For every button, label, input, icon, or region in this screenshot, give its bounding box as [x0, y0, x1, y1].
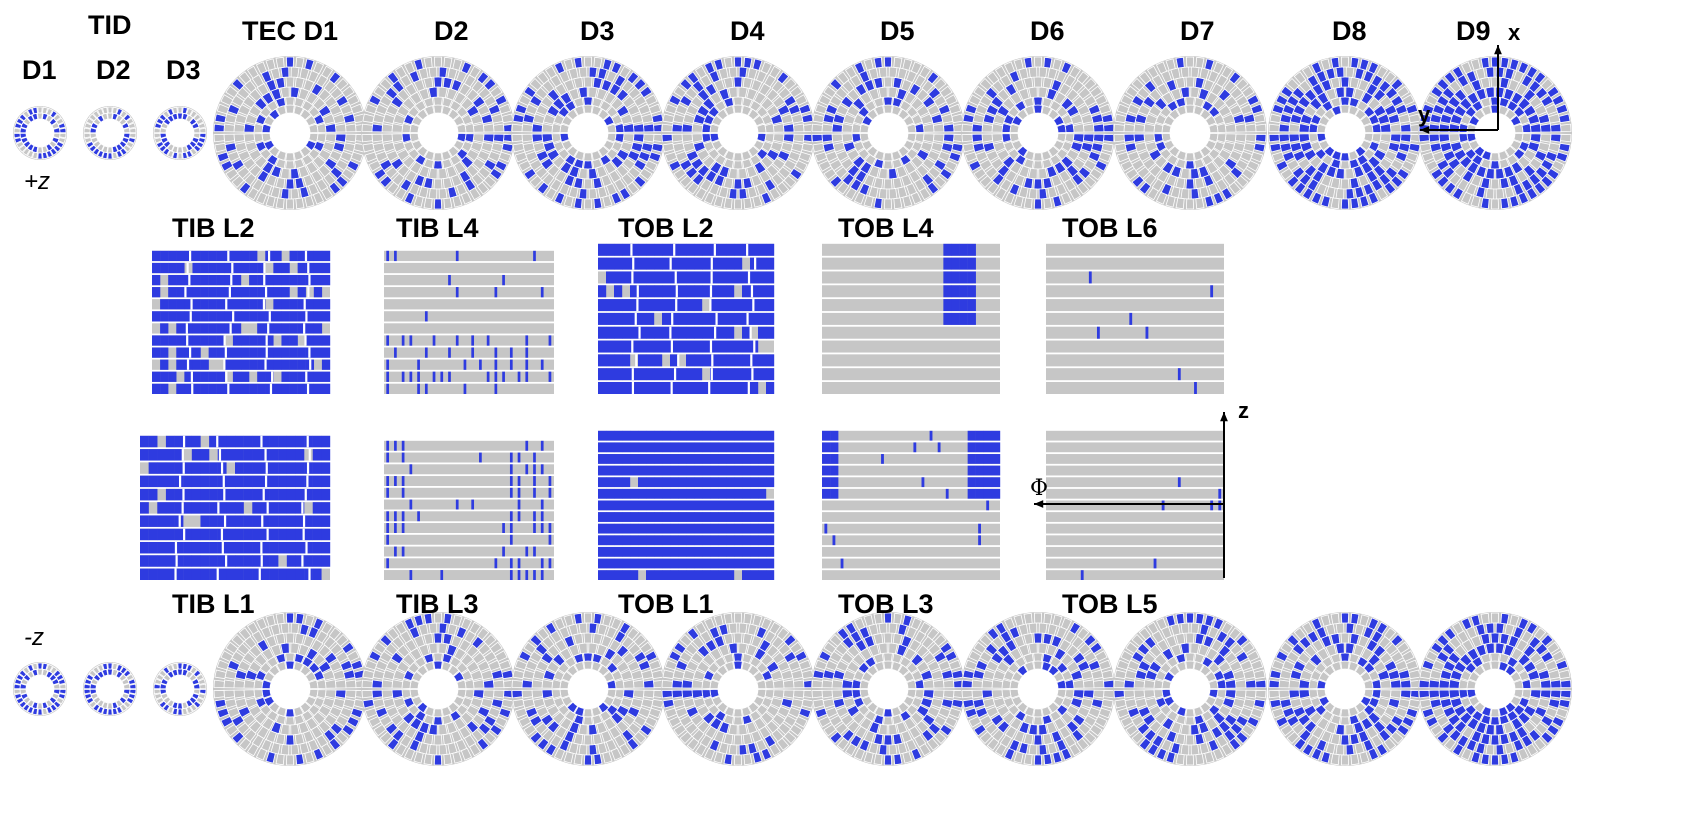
plus-z-tec-d5-disk [811, 56, 965, 210]
label-tid-d2-top: D2 [96, 55, 131, 85]
label-tec-d2: D2 [434, 16, 469, 46]
plus-z-tec-d7-disk [1113, 56, 1267, 210]
label-tib-l2: TIB L2 [172, 213, 255, 243]
label-tid: TID [88, 10, 132, 40]
minus-z-tid-d2-disk [83, 662, 137, 716]
label-tec-d1: TEC D1 [242, 16, 339, 46]
minus-z-tec-d4-disk [661, 612, 815, 766]
axis-x-label: x [1508, 20, 1521, 45]
plus-z-tec-d6-disk [961, 56, 1115, 210]
minus-z-tec-d6-disk [961, 612, 1115, 766]
plus-z-tec-d4-disk [661, 56, 815, 210]
tib-l4-layer [384, 250, 554, 394]
label-tob-l5: TOB L5 [1062, 589, 1158, 619]
plus-z-tec-d9-disk [1418, 56, 1572, 210]
tib-l3-layer [384, 440, 554, 580]
label-tob-l2: TOB L2 [618, 213, 714, 243]
tob-l4-layer [822, 243, 1000, 394]
plus-z-tid-d2-disk [83, 106, 137, 160]
minus-z-tec-d1-disk [213, 612, 367, 766]
label-minus-z: -z [24, 624, 44, 651]
label-tid-d1-top: D1 [22, 55, 57, 85]
label-plus-z: +z [24, 168, 51, 195]
axis-phi-label: Φ [1030, 476, 1049, 501]
tob-l3-layer [822, 430, 1001, 580]
label-tib-l1: TIB L1 [172, 589, 255, 619]
minus-z-tec-d9-disk [1418, 612, 1572, 766]
label-tec-d7: D7 [1180, 16, 1215, 46]
minus-z-tid-d1-disk [13, 662, 67, 716]
label-tib-l4: TIB L4 [396, 213, 479, 243]
label-tec-d3: D3 [580, 16, 615, 46]
axis-y-label: y [1418, 102, 1431, 127]
label-tob-l1: TOB L1 [618, 589, 714, 619]
axis-z-label: z [1238, 398, 1249, 423]
tob-l6-layer [1046, 243, 1224, 394]
label-tec-d6: D6 [1030, 16, 1065, 46]
tob-l1-layer [598, 430, 775, 580]
label-tob-l3: TOB L3 [838, 589, 934, 619]
minus-z-tid-d3-disk [153, 662, 207, 716]
label-tid-d3-top: D3 [166, 55, 201, 85]
plus-z-tec-d2-disk [361, 56, 515, 210]
tob-l5-layer [1046, 430, 1224, 580]
label-tob-l4: TOB L4 [838, 213, 934, 243]
label-tib-l3: TIB L3 [396, 589, 479, 619]
label-tec-d8: D8 [1332, 16, 1367, 46]
plus-z-tid-d1-disk [13, 106, 67, 160]
plus-z-tec-d3-disk [511, 56, 665, 210]
label-tob-l6: TOB L6 [1062, 213, 1158, 243]
label-tec-d9: D9 [1456, 16, 1491, 46]
minus-z-tec-d5-disk [811, 612, 965, 766]
axis-y-arrow [1420, 126, 1498, 134]
plus-z-tec-d1-disk [213, 56, 367, 210]
minus-z-tec-d2-disk [361, 612, 515, 766]
axis-z-arrow [1220, 412, 1228, 578]
minus-z-tec-d7-disk [1113, 612, 1267, 766]
label-tec-d5: D5 [880, 16, 915, 46]
minus-z-tec-d8-disk [1268, 612, 1422, 766]
plus-z-tec-d8-disk [1268, 56, 1422, 210]
plus-z-tid-d3-disk [153, 106, 207, 160]
axis-phi-arrow [1034, 500, 1224, 508]
tob-l2-layer [598, 243, 775, 394]
axis-x-arrow [1494, 45, 1502, 130]
minus-z-tec-d3-disk [511, 612, 665, 766]
label-tec-d4: D4 [730, 16, 765, 46]
tib-l2-layer [152, 250, 331, 394]
tib-l1-layer [140, 435, 331, 580]
